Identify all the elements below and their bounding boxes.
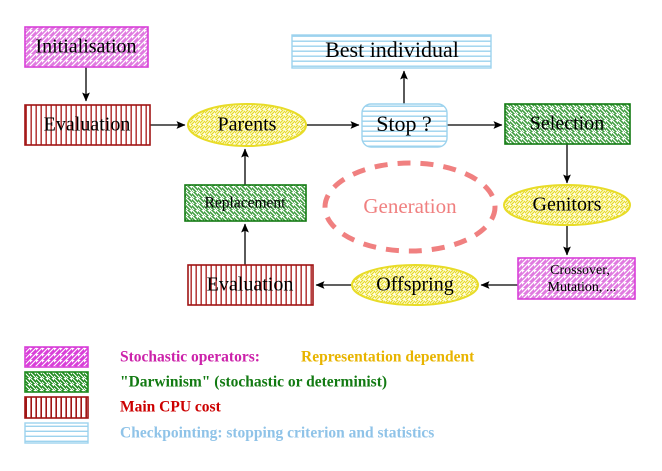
legend-label-darwinism: "Darwinism" (stochastic or determinist)	[120, 374, 387, 391]
node-genitors-label: Genitors	[533, 194, 602, 216]
node-evaluation-bot-label: Evaluation	[207, 274, 294, 296]
legend-swatch-checkpointing	[24, 422, 89, 444]
legend-label-checkpointing: Checkpointing: stopping criterion and st…	[120, 425, 434, 442]
node-evaluation-top-label: Evaluation	[44, 114, 131, 136]
node-replacement[interactable]: Replacement	[184, 184, 307, 222]
legend-label-stochastic-secondary: Representation dependent	[301, 349, 475, 366]
node-offspring[interactable]: Offspring	[351, 264, 479, 306]
node-generation: Generation	[322, 160, 498, 254]
node-genitors[interactable]: Genitors	[503, 184, 631, 226]
node-best-individual[interactable]: Best individual	[291, 34, 492, 69]
legend-swatch-darwinism	[24, 371, 89, 393]
node-stop[interactable]: Stop ?	[361, 103, 448, 148]
legend-swatch-cpu-cost	[24, 396, 89, 419]
legend-swatch-stochastic	[24, 346, 89, 368]
node-crossover-label-line1: Crossover,	[550, 263, 610, 278]
node-evaluation-top[interactable]: Evaluation	[24, 104, 151, 146]
legend-row-stochastic: Stochastic operators: Representation dep…	[24, 346, 475, 368]
node-stop-label: Stop ?	[376, 111, 432, 136]
node-crossover[interactable]: Crossover, Mutation, ...	[517, 257, 636, 300]
edge-layer	[82, 67, 571, 289]
legend-label-cpu-cost: Main CPU cost	[120, 399, 222, 416]
legend-row-darwinism: "Darwinism" (stochastic or determinist)	[24, 371, 387, 393]
node-initialisation[interactable]: Initialisation	[24, 26, 149, 68]
node-initialisation-label: Initialisation	[35, 36, 136, 58]
node-evaluation-bot[interactable]: Evaluation	[187, 264, 314, 306]
node-selection-label: Selection	[530, 113, 604, 135]
legend-label-stochastic: Stochastic operators:	[120, 349, 260, 366]
legend: Stochastic operators: Representation dep…	[24, 346, 475, 444]
node-parents[interactable]: Parents	[187, 103, 307, 147]
node-offspring-label: Offspring	[376, 274, 453, 296]
node-generation-label: Generation	[363, 194, 457, 218]
legend-row-cpu-cost: Main CPU cost	[24, 396, 222, 419]
legend-row-checkpointing: Checkpointing: stopping criterion and st…	[24, 422, 434, 444]
node-replacement-label: Replacement	[205, 195, 287, 212]
node-parents-label: Parents	[218, 114, 277, 136]
node-best-individual-label: Best individual	[325, 37, 459, 62]
node-crossover-label-line2: Mutation, ...	[548, 280, 617, 295]
node-selection[interactable]: Selection	[504, 103, 631, 145]
